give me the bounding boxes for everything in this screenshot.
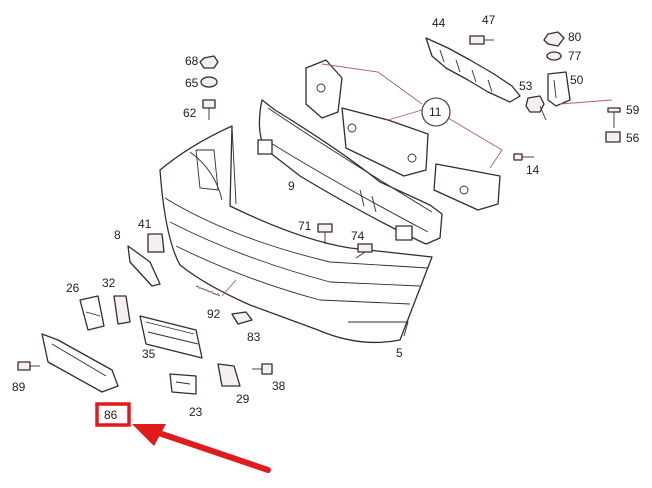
plate-86: [41, 333, 119, 393]
bracket-26: [79, 295, 105, 331]
energy-absorbers: [305, 59, 503, 211]
label-68: 68: [185, 54, 199, 68]
label-9: 9: [288, 179, 295, 193]
highlight-box: [95, 402, 131, 427]
label-56: 56: [626, 131, 640, 145]
label-77: 77: [568, 49, 582, 63]
grille-insert-92: [195, 279, 237, 297]
label-65: 65: [185, 76, 199, 90]
cover-29: [217, 363, 241, 387]
label-14: 14: [526, 163, 540, 177]
label-38: 38: [272, 379, 286, 393]
arrow-head: [132, 424, 166, 446]
label-26: 26: [66, 281, 80, 295]
highlight-callout: 86: [95, 402, 271, 473]
bumper-reinforcement: [257, 99, 443, 245]
label-50: 50: [570, 73, 584, 87]
part-labels: 5 8 9 11 14 23 26 29 32 35 38 41 44 47 5…: [12, 13, 640, 419]
label-62: 62: [183, 106, 197, 120]
label-41: 41: [138, 217, 152, 231]
label-74: 74: [351, 229, 365, 243]
label-11: 11: [429, 105, 442, 119]
label-8: 8: [114, 228, 121, 242]
label-71: 71: [298, 219, 312, 233]
label-32: 32: [102, 276, 116, 290]
label-86: 86: [104, 408, 118, 422]
insert-23: [169, 373, 197, 395]
label-23: 23: [189, 405, 203, 419]
grille-35: [139, 315, 203, 359]
bumper-cover: [159, 125, 433, 344]
side-trim-8: [127, 245, 161, 287]
label-53: 53: [519, 79, 533, 93]
label-5: 5: [396, 346, 403, 360]
side-bracket: [547, 71, 613, 107]
label-47: 47: [482, 13, 496, 27]
hardware-small: [17, 31, 621, 375]
label-80: 80: [568, 30, 582, 44]
label-83: 83: [247, 330, 261, 344]
label-29: 29: [236, 392, 250, 406]
label-92: 92: [207, 307, 221, 321]
label-35: 35: [142, 347, 156, 361]
cover-32: [113, 295, 131, 325]
arrow-shaft: [153, 429, 271, 473]
label-89: 89: [12, 380, 26, 394]
label-44: 44: [432, 16, 446, 30]
label-59: 59: [626, 103, 640, 117]
mounting-rail: [425, 37, 521, 103]
